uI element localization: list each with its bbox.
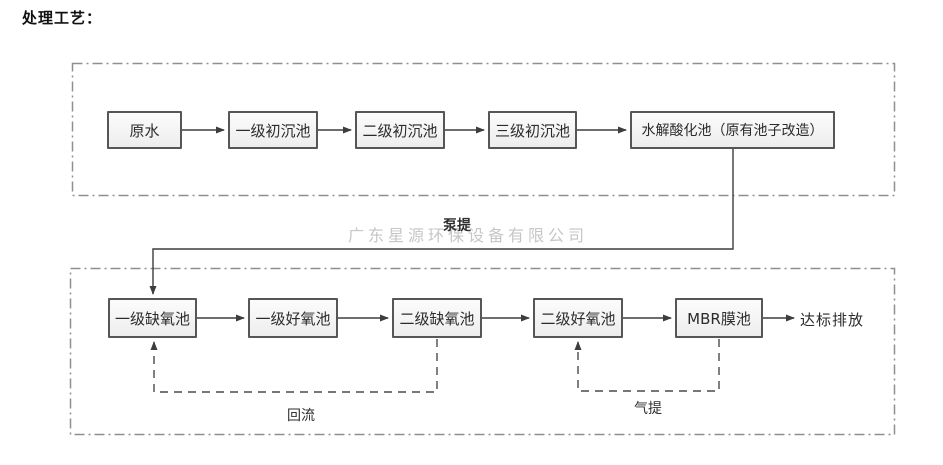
stage1-region-border bbox=[71, 62, 896, 197]
node-anoxic-2: 二级缺氧池 bbox=[392, 298, 482, 338]
connector-pump-lift bbox=[149, 149, 734, 295]
edge-label-pump-lift: 泵提 bbox=[443, 218, 471, 234]
connector-reflux bbox=[150, 339, 438, 393]
watermark-text: 广东星源环保设备有限公司 bbox=[348, 226, 589, 245]
stage2-region-border bbox=[69, 267, 896, 436]
edge-label-air-lift: 气提 bbox=[634, 401, 662, 417]
node-mbr-membrane: MBR膜池 bbox=[675, 298, 763, 338]
node-aerobic-1: 一级好氧池 bbox=[248, 298, 338, 338]
node-primary-sedimentation-1: 一级初沉池 bbox=[228, 111, 318, 149]
node-raw-water: 原水 bbox=[107, 111, 182, 149]
connector-air-lift bbox=[574, 339, 720, 392]
node-aerobic-2: 二级好氧池 bbox=[533, 298, 623, 338]
page-title: 处理工艺： bbox=[22, 9, 103, 27]
node-primary-sedimentation-3: 三级初沉池 bbox=[488, 111, 577, 149]
node-primary-sedimentation-2: 二级初沉池 bbox=[355, 111, 445, 149]
outlet-label: 达标排放 bbox=[800, 311, 865, 329]
node-anoxic-1: 一级缺氧池 bbox=[108, 298, 197, 338]
edge-label-reflux: 回流 bbox=[287, 408, 315, 424]
node-hydrolysis-acidification: 水解酸化池（原有池子改造） bbox=[630, 111, 835, 149]
